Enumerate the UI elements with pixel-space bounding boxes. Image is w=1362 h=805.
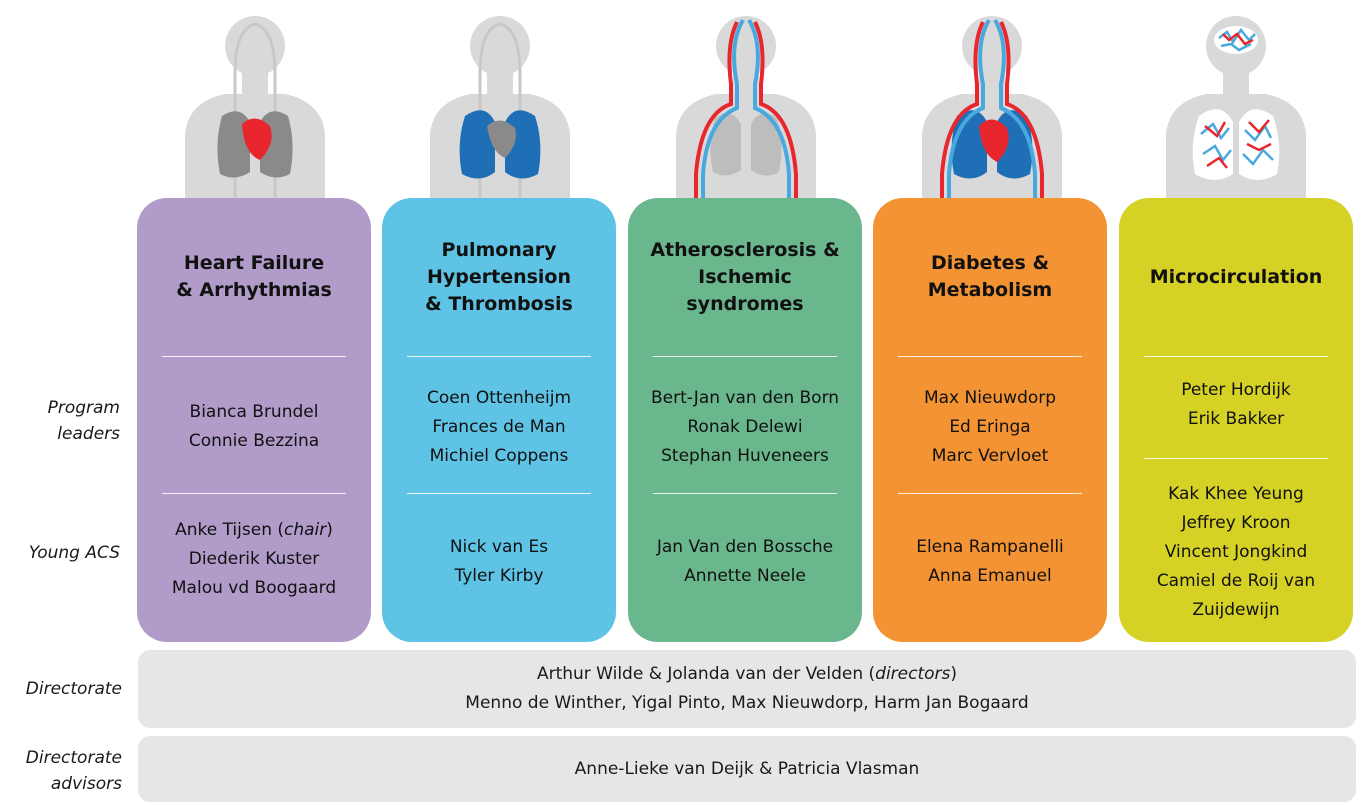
divider [162,356,346,357]
directorate-directors: Arthur Wilde & Jolanda van der Velden (d… [536,664,958,684]
divider [407,356,591,357]
advisors-names: Anne-Lieke van Deijk & Patricia Vlasman [574,758,920,779]
program-leaders-label: Program leaders [47,398,120,444]
young-acs-label: Young ACS [28,543,120,563]
column-heart-failure: Heart Failure & Arrhythmias Bianca Brund… [137,198,371,642]
column-atherosclerosis: Atherosclerosis & Ischemic syndromes Ber… [628,198,862,642]
column-title: Pulmonary Hypertension & Thrombosis [425,238,573,315]
program-leaders-names: Bianca Brundel Connie Bezzina [188,402,320,451]
divider [407,493,591,494]
column-title: Heart Failure & Arrhythmias [176,252,332,301]
young-acs-names: Jan Van den Bossche Annette Neele [656,537,834,586]
column-title: Microcirculation [1149,265,1323,288]
directorate-members: Menno de Winther, Yigal Pinto, Max Nieuw… [465,693,1029,713]
divider [162,493,346,494]
divider [653,356,837,357]
column-pulmonary: Pulmonary Hypertension & Thrombosis Coen… [382,198,616,642]
column-title: Diabetes & Metabolism [927,252,1053,301]
young-acs-names: Elena Rampanelli Anna Emanuel [916,537,1064,586]
column-diabetes: Diabetes & Metabolism Max Nieuwdorp Ed E… [873,198,1107,642]
young-acs-names: Kak Khee Yeung Jeffrey Kroon Vincent Jon… [1156,484,1316,620]
young-acs-names: Anke Tijsen (chair) Diederik Kuster Malo… [171,520,337,598]
heart-figure-icon [180,4,330,199]
divider [1144,458,1328,459]
directorate-bar: Arthur Wilde & Jolanda van der Velden (d… [138,650,1356,728]
program-leaders-names: Max Nieuwdorp Ed Eringa Marc Vervloet [923,388,1057,466]
divider [1144,356,1328,357]
column-microcirculation: Microcirculation Peter Hordijk Erik Bakk… [1119,198,1353,642]
young-acs-names: Nick van Es Tyler Kirby [449,537,549,586]
lungs-figure-icon [425,4,575,199]
directorate-label: Directorate [25,679,122,699]
divider [898,356,1082,357]
divider [898,493,1082,494]
program-leaders-names: Bert-Jan van den Born Ronak Delewi Steph… [650,388,840,466]
divider [653,493,837,494]
program-leaders-names: Peter Hordijk Erik Bakker [1181,380,1291,429]
advisors-bar: Anne-Lieke van Deijk & Patricia Vlasman [138,736,1356,802]
directorate-advisors-label: Directorate advisors [25,748,122,794]
program-leaders-names: Coen Ottenheijm Frances de Man Michiel C… [426,388,572,466]
vessels-figure-icon [671,4,821,199]
column-title: Atherosclerosis & Ischemic syndromes [650,238,840,315]
microcirculation-figure-icon [1161,4,1311,199]
metabolism-figure-icon [917,4,1067,199]
